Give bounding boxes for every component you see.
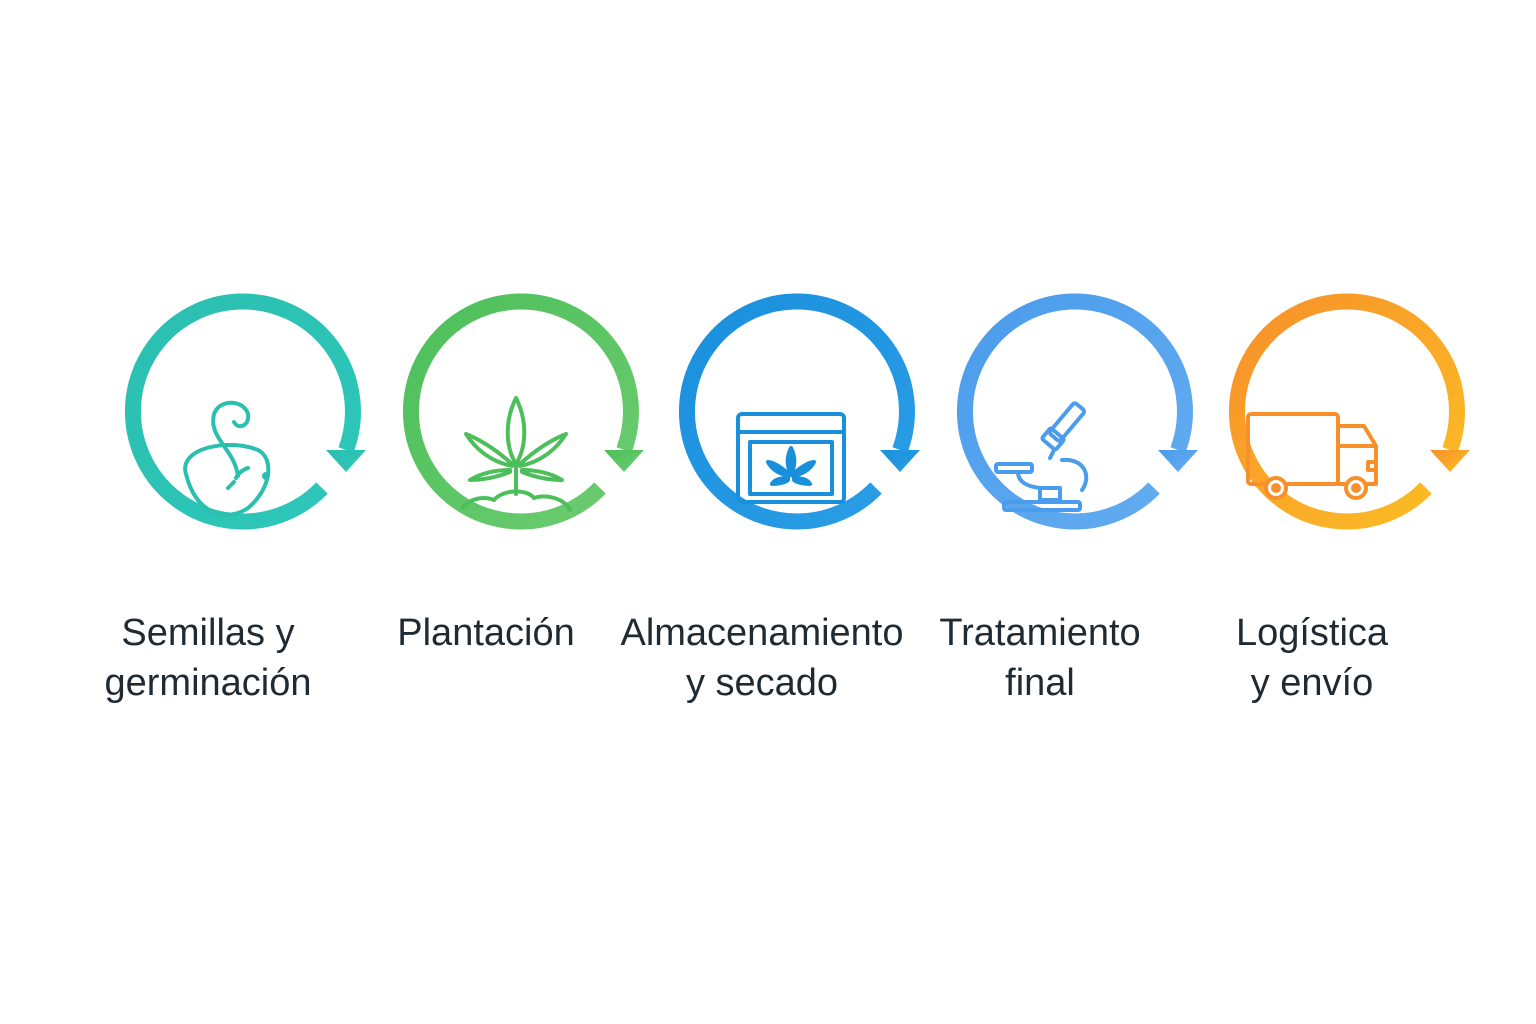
storage-window-icon xyxy=(736,412,846,504)
cycle-ring xyxy=(402,293,644,530)
step-seeds: Semillas y germinación xyxy=(58,293,366,718)
step-label-line2: y secado xyxy=(685,662,839,704)
step-label: Semillas y germinación xyxy=(58,608,358,708)
cycle-ring xyxy=(124,293,366,530)
step-storage: Almacenamiento y secado xyxy=(612,293,920,718)
step-label: Logística y envío xyxy=(1162,608,1462,708)
step-label-line2: final xyxy=(1005,662,1075,704)
step-planting: Plantación xyxy=(336,293,644,718)
step-label-line2: y envío xyxy=(1250,662,1374,704)
step-label: Tratamiento final xyxy=(890,608,1190,708)
arrow-head xyxy=(604,450,644,472)
step-label-line1: Tratamiento xyxy=(939,612,1141,654)
cycle-ring xyxy=(1228,293,1470,530)
step-logistics: Logística y envío xyxy=(1162,293,1470,718)
step-label-line2: germinación xyxy=(104,662,312,704)
step-label-line1: Logística xyxy=(1235,612,1389,654)
arrow-head xyxy=(1430,450,1470,472)
cycle-ring xyxy=(678,293,920,530)
seed-sprout-icon xyxy=(183,400,271,517)
step-label: Almacenamiento y secado xyxy=(612,608,912,708)
step-label-line1: Semillas y xyxy=(121,612,295,654)
arrow-head xyxy=(880,450,920,472)
step-label-line1: Almacenamiento xyxy=(620,612,904,654)
step-label-line1: Plantación xyxy=(397,612,575,654)
arrow-head xyxy=(326,450,366,472)
microscope-icon xyxy=(994,401,1089,512)
cycle-ring xyxy=(956,293,1198,530)
arrow-head xyxy=(1158,450,1198,472)
step-label: Plantación xyxy=(336,608,636,658)
step-treatment: Tratamiento final xyxy=(890,293,1198,718)
delivery-truck-icon xyxy=(1246,412,1378,500)
cannabis-plant-icon xyxy=(460,396,572,512)
